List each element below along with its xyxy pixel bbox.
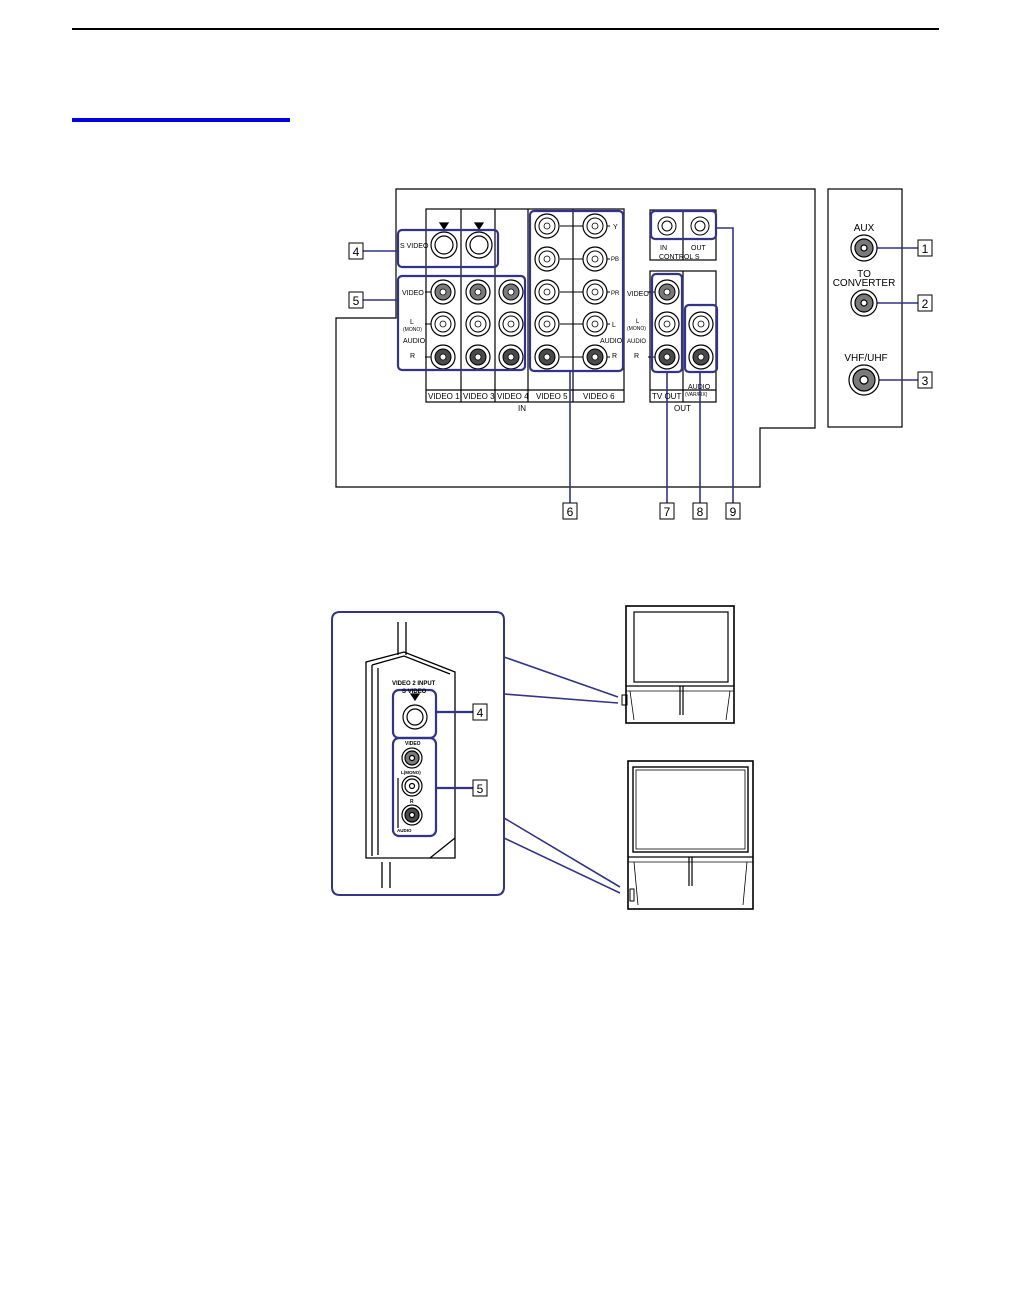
front-callouts: 4 5 bbox=[473, 704, 487, 796]
tvout-audio-label: AUDIO bbox=[627, 339, 646, 345]
svg-text:5: 5 bbox=[353, 294, 360, 308]
tv-screen bbox=[634, 612, 728, 682]
component-jack bbox=[583, 312, 607, 336]
component-y-label: Y bbox=[613, 224, 618, 231]
component-audio-label: AUDIO bbox=[600, 338, 623, 345]
component-jack bbox=[583, 214, 607, 238]
svg-text:1: 1 bbox=[922, 242, 929, 256]
component-jack bbox=[535, 214, 559, 238]
video6-label: VIDEO 6 bbox=[583, 392, 615, 401]
in-label: IN bbox=[518, 404, 526, 413]
svideo-marker-icon bbox=[440, 223, 448, 229]
tv-out-r-jack bbox=[655, 345, 679, 369]
front-r-label: R bbox=[410, 799, 414, 805]
r-row-label: R bbox=[410, 353, 415, 360]
component-jack bbox=[535, 345, 559, 369]
audio-var-r-jack bbox=[689, 345, 713, 369]
front-svideo-label: S VIDEO bbox=[402, 689, 427, 695]
callout-7: 7 bbox=[660, 503, 674, 519]
svideo-marker-icon bbox=[475, 223, 483, 229]
component-pr-label: PR bbox=[611, 291, 620, 297]
control-s-title: CONTROL S bbox=[659, 254, 700, 261]
video4-label: VIDEO 4 bbox=[497, 392, 529, 401]
side-jacks bbox=[398, 694, 427, 828]
rear-r-jack bbox=[431, 345, 455, 369]
component-jack bbox=[535, 312, 559, 336]
rear-video-jack bbox=[466, 280, 490, 304]
audio-row-label: AUDIO bbox=[403, 338, 426, 345]
control-s-out-label: OUT bbox=[691, 245, 707, 252]
svg-text:2: 2 bbox=[922, 297, 929, 311]
audio-var-l-jack bbox=[689, 312, 713, 336]
callout-8: 8 bbox=[693, 503, 707, 519]
video3-label: VIDEO 3 bbox=[463, 392, 495, 401]
svg-text:4: 4 bbox=[353, 245, 360, 259]
tv-set-large bbox=[628, 761, 753, 909]
mono-row-label: (MONO) bbox=[403, 327, 422, 333]
svg-text:6: 6 bbox=[567, 505, 574, 519]
control-s-in-label: IN bbox=[660, 245, 667, 252]
var-fix-label: (VAR/FIX) bbox=[685, 392, 708, 398]
component-jack bbox=[583, 247, 607, 271]
tvout-r-label: R bbox=[634, 353, 639, 360]
tvout-l-label: L bbox=[636, 319, 640, 325]
callout-4: 4 bbox=[349, 243, 363, 259]
component-pb-label: PB bbox=[611, 257, 619, 263]
callout-2: 2 bbox=[918, 295, 932, 311]
component-jack bbox=[535, 280, 559, 304]
tv-cabinet bbox=[628, 761, 753, 909]
rear-l-jack bbox=[466, 312, 490, 336]
component-jack bbox=[535, 247, 559, 271]
svg-text:7: 7 bbox=[664, 505, 671, 519]
antenna-jacks bbox=[849, 235, 879, 395]
converter-label: CONVERTER bbox=[833, 278, 896, 289]
video1-label: VIDEO 1 bbox=[428, 392, 460, 401]
callout-5: 5 bbox=[349, 292, 363, 308]
tvout-mono-label: (MONO) bbox=[627, 326, 646, 332]
svg-text:4: 4 bbox=[477, 706, 484, 720]
rear-l-jack bbox=[499, 312, 523, 336]
callout-9: 9 bbox=[726, 503, 740, 519]
vhf-uhf-label: VHF/UHF bbox=[844, 353, 887, 364]
component-jack bbox=[583, 280, 607, 304]
tv-out-l-jack bbox=[655, 312, 679, 336]
video2-input-label: VIDEO 2 INPUT bbox=[392, 681, 436, 687]
front-callout-4: 4 bbox=[473, 704, 487, 720]
svg-text:8: 8 bbox=[697, 505, 704, 519]
rear-l-jack bbox=[431, 312, 455, 336]
front-audio-label: AUDIO bbox=[397, 828, 412, 833]
front-callout-5: 5 bbox=[473, 780, 487, 796]
component-l-label: L bbox=[612, 322, 616, 329]
out-label: OUT bbox=[674, 404, 691, 413]
rear-r-jack bbox=[466, 345, 490, 369]
svg-text:9: 9 bbox=[730, 505, 737, 519]
tv-set-small bbox=[622, 606, 734, 723]
callout-6: 6 bbox=[563, 503, 577, 519]
side-input-door bbox=[630, 889, 634, 901]
front-video-label: VIDEO bbox=[405, 741, 421, 747]
tv-screen bbox=[633, 767, 748, 852]
svg-text:3: 3 bbox=[922, 374, 929, 388]
front-panel: VIDEO 2 INPUT S VIDEO VIDEO L(MONO) R AU… bbox=[332, 606, 753, 909]
svideo-label: S VIDEO bbox=[400, 243, 429, 250]
callout-3: 3 bbox=[918, 372, 932, 388]
aux-label: AUX bbox=[854, 223, 875, 234]
rear-video-jack bbox=[431, 280, 455, 304]
front-l-mono-label: L(MONO) bbox=[401, 770, 421, 775]
l-row-label: L bbox=[410, 319, 414, 326]
callout-1: 1 bbox=[918, 240, 932, 256]
component-jack bbox=[583, 345, 607, 369]
video5-label: VIDEO 5 bbox=[536, 392, 568, 401]
tvout-video-label: VIDEO bbox=[627, 291, 649, 298]
component-r-label: R bbox=[612, 353, 617, 360]
rear-video-jack bbox=[499, 280, 523, 304]
tv-out-label: TV OUT bbox=[652, 392, 681, 401]
tv-out-video-jack bbox=[655, 280, 679, 304]
zoom-leaders bbox=[504, 657, 620, 893]
svg-text:5: 5 bbox=[477, 782, 484, 796]
video-row-label: VIDEO bbox=[402, 290, 424, 297]
rear-r-jack bbox=[499, 345, 523, 369]
audio-var-label: AUDIO bbox=[688, 384, 711, 391]
